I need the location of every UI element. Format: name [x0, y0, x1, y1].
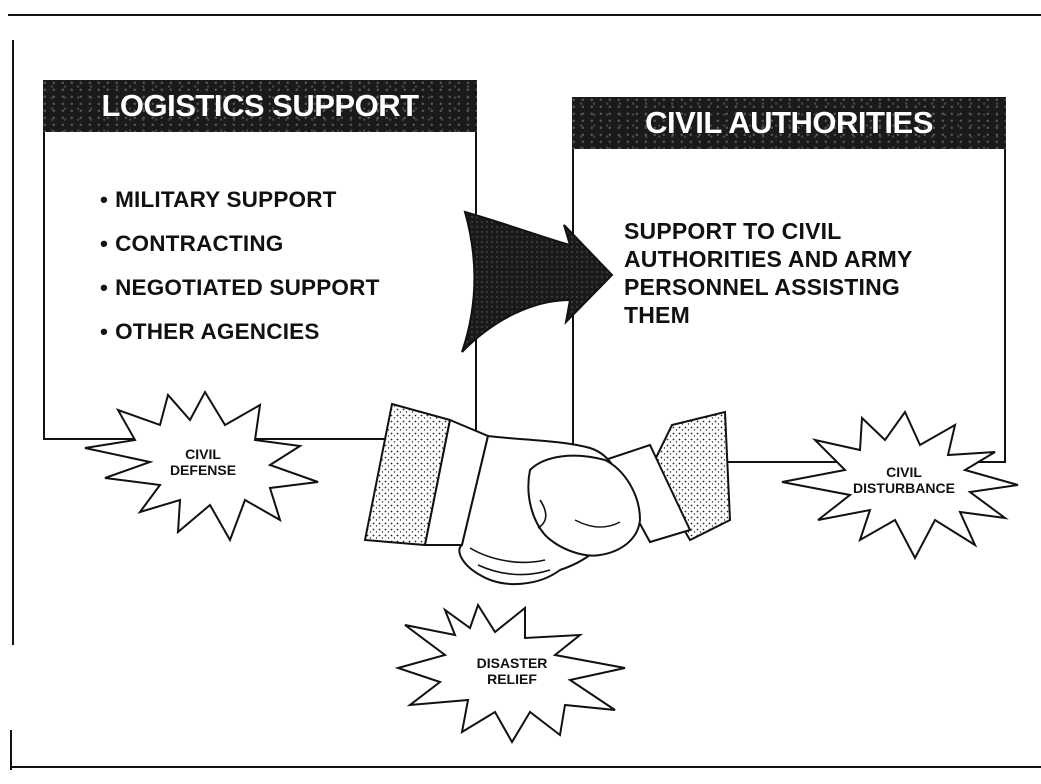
civil-authorities-description: SUPPORT TO CIVIL AUTHORITIES AND ARMY PE… — [624, 218, 913, 328]
logistics-support-title: LOGISTICS SUPPORT — [43, 80, 477, 132]
frame-left-bottom-line — [10, 730, 12, 770]
list-item: MILITARY SUPPORT — [100, 187, 380, 213]
civil-defense-label: CIVIL DEFENSE — [169, 446, 237, 478]
frame-bottom-line — [10, 766, 1041, 768]
civil-authorities-title: CIVIL AUTHORITIES — [572, 97, 1006, 149]
handshake-icon — [363, 402, 732, 586]
civil-defense-burst — [84, 389, 319, 543]
list-item: NEGOTIATED SUPPORT — [100, 275, 380, 301]
frame-left-line — [12, 40, 14, 645]
list-item: OTHER AGENCIES — [100, 319, 380, 345]
civil-authorities-box: CIVIL AUTHORITIES SUPPORT TO CIVIL AUTHO… — [572, 97, 1006, 463]
civil-disturbance-burst — [781, 410, 1019, 561]
disaster-relief-burst — [394, 602, 626, 744]
frame-top-line — [8, 14, 1041, 16]
logistics-support-list: MILITARY SUPPORT CONTRACTING NEGOTIATED … — [100, 187, 380, 363]
arrow-right-icon — [461, 210, 614, 353]
disaster-relief-label: DISASTER RELIEF — [476, 655, 548, 687]
list-item: CONTRACTING — [100, 231, 380, 257]
logistics-support-box: LOGISTICS SUPPORT MILITARY SUPPORT CONTR… — [43, 80, 477, 440]
civil-disturbance-label: CIVIL DISTURBANCE — [853, 464, 955, 496]
